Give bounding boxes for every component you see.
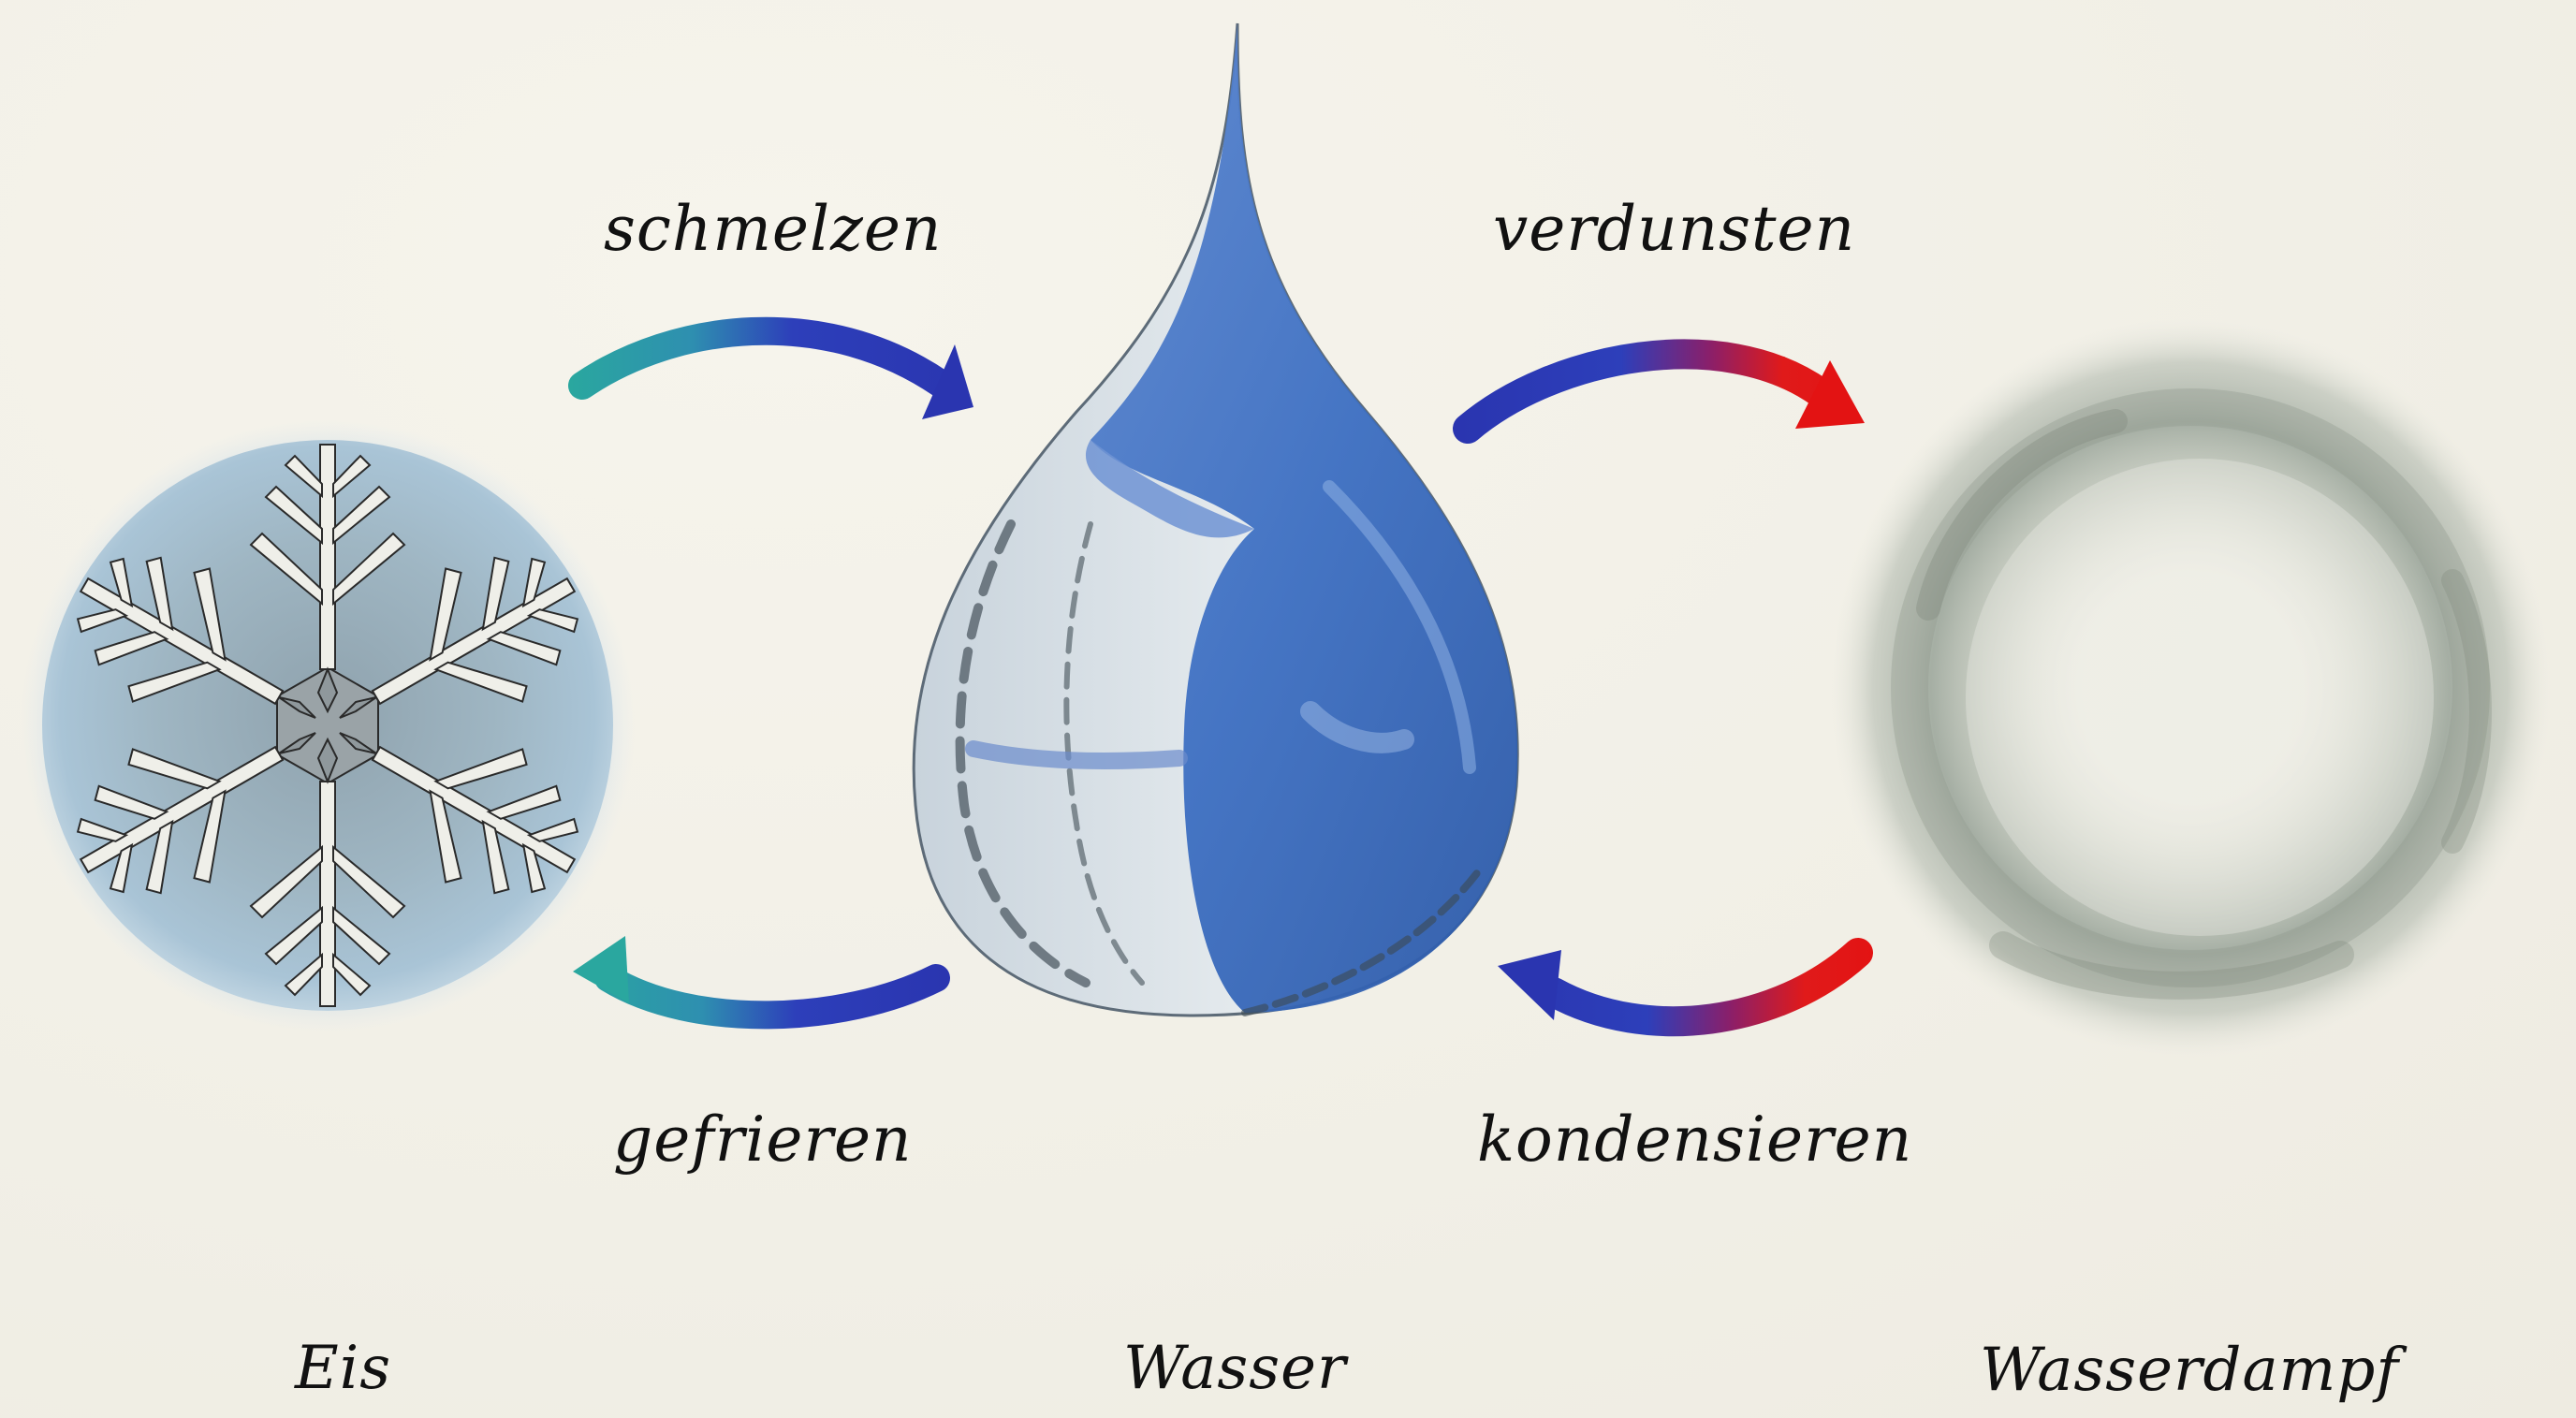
water-label: Wasser — [1123, 1338, 1347, 1398]
ice-label: Eis — [295, 1338, 391, 1398]
condense-arrow — [1498, 950, 1858, 1021]
vapor-label: Wasserdampf — [1980, 1340, 2399, 1400]
freeze-arrow — [573, 936, 936, 1015]
freeze-label: gefrieren — [613, 1109, 913, 1171]
evaporate-label: verdunsten — [1493, 198, 1855, 260]
snowflake-icon — [21, 418, 635, 1032]
evaporate-arrow — [1468, 354, 1865, 429]
vapor-cloud-icon — [1830, 318, 2551, 1058]
melt-label: schmelzen — [604, 198, 942, 260]
water-drop-icon — [914, 23, 1517, 1016]
condense-label: kondensieren — [1477, 1109, 1912, 1171]
melt-arrow — [582, 331, 973, 419]
